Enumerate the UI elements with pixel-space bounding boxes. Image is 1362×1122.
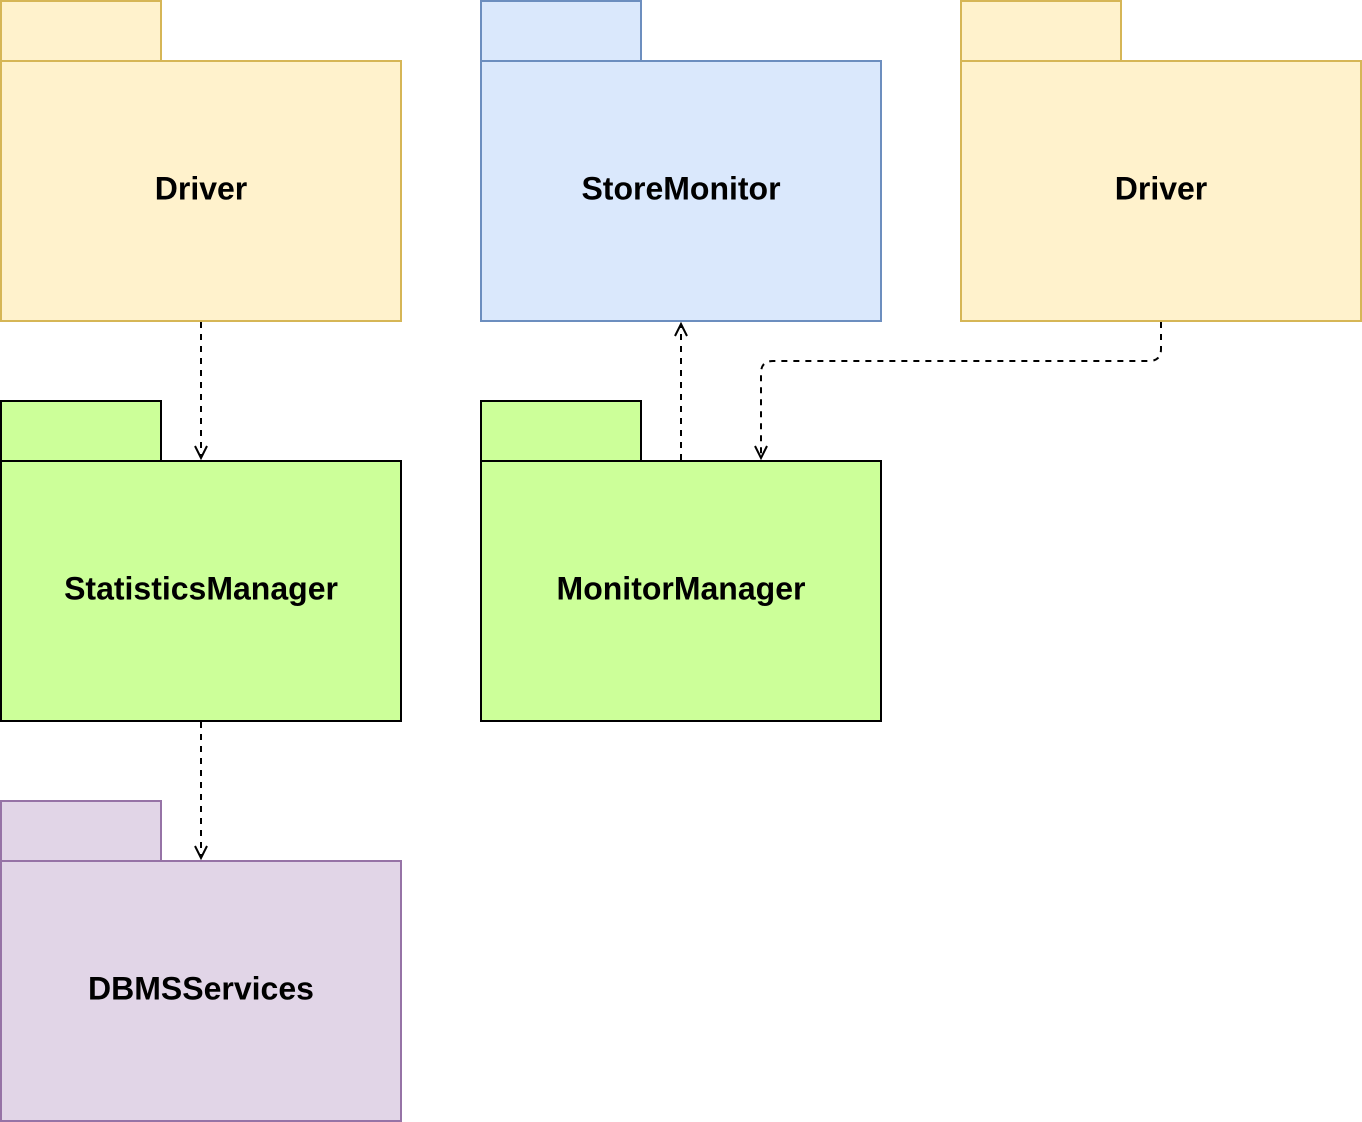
- dependency-driver-to-monitor-manager: [754, 322, 1162, 461]
- package-store-monitor[interactable]: StoreMonitor: [480, 0, 882, 322]
- package-tab: [960, 0, 1122, 62]
- package-label: Driver: [155, 170, 248, 206]
- arrowhead: [674, 321, 688, 337]
- package-dbms-services[interactable]: DBMSServices: [0, 800, 402, 1122]
- package-body: [480, 460, 882, 722]
- arrowhead: [754, 445, 768, 461]
- package-label: MonitorManager: [557, 570, 806, 606]
- package-body: [0, 460, 402, 722]
- dependency-driver-to-statistics-manager: [194, 322, 208, 461]
- package-tab: [0, 800, 162, 862]
- package-label: StoreMonitor: [581, 170, 780, 206]
- package-driver-left[interactable]: Driver: [0, 0, 402, 322]
- dependency-monitor-manager-to-store-monitor: [674, 321, 688, 460]
- package-label: StatisticsManager: [64, 570, 338, 606]
- arrowhead: [194, 845, 208, 861]
- package-tab: [0, 0, 162, 62]
- dependency-line: [760, 322, 1162, 457]
- package-statistics-manager[interactable]: StatisticsManager: [0, 400, 402, 722]
- package-label: DBMSServices: [88, 970, 314, 1006]
- package-label: Driver: [1115, 170, 1208, 206]
- package-tab: [480, 0, 642, 62]
- dependency-statistics-manager-to-dbms-services: [194, 722, 208, 861]
- package-body: [960, 60, 1362, 322]
- package-body: [0, 860, 402, 1122]
- package-body: [480, 60, 882, 322]
- arrowhead: [194, 445, 208, 461]
- package-body: [0, 60, 402, 322]
- package-tab: [480, 400, 642, 462]
- package-driver-right[interactable]: Driver: [960, 0, 1362, 322]
- package-tab: [0, 400, 162, 462]
- package-monitor-manager[interactable]: MonitorManager: [480, 400, 882, 722]
